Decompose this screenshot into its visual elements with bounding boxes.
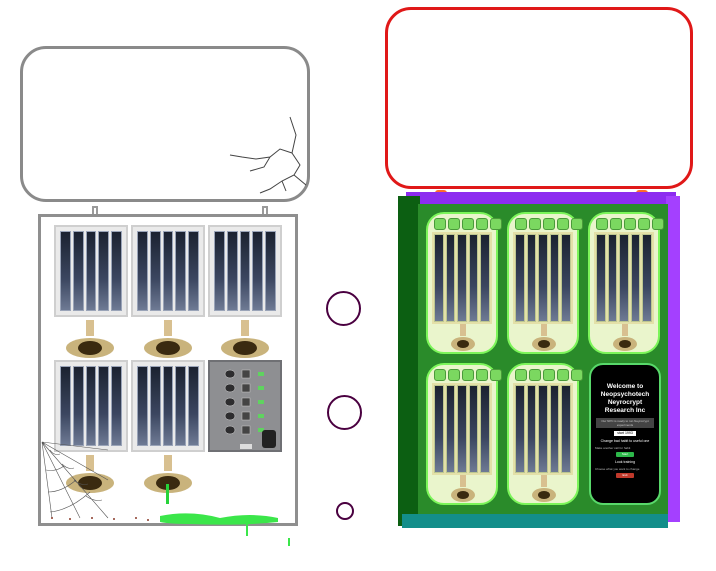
ring-marker[interactable] bbox=[336, 502, 354, 520]
tank[interactable] bbox=[131, 360, 205, 452]
option-radio[interactable]: Make another call for habit bbox=[595, 446, 631, 450]
tank[interactable] bbox=[54, 360, 128, 452]
tank[interactable] bbox=[54, 225, 128, 317]
code-field[interactable]: start 1993 bbox=[614, 431, 636, 436]
ring-marker[interactable] bbox=[327, 395, 362, 430]
right-rig-bottom-edge bbox=[402, 514, 668, 528]
nozzle-icon bbox=[144, 455, 192, 493]
right-rig-top-edge bbox=[406, 192, 676, 204]
section-label: Look training bbox=[614, 460, 636, 464]
pod[interactable] bbox=[507, 212, 583, 354]
welcome-panel: Welcome to Neopsychotech Neyrocrypt Rese… bbox=[589, 363, 661, 505]
right-rig-screen[interactable] bbox=[385, 7, 693, 189]
tank[interactable] bbox=[208, 225, 282, 317]
nozzle-icon bbox=[221, 320, 269, 358]
nozzle-icon bbox=[66, 455, 114, 493]
nozzle-icon bbox=[613, 324, 637, 351]
pod[interactable] bbox=[426, 363, 502, 505]
habit-question: Change bad habit to useful one bbox=[600, 439, 650, 443]
pod[interactable] bbox=[588, 212, 664, 354]
exit-button[interactable]: Exit bbox=[616, 473, 634, 478]
welcome-title: Welcome to Neopsychotech Neyrocrypt Rese… bbox=[600, 383, 650, 414]
nozzle-icon bbox=[66, 320, 114, 358]
start-button[interactable]: Start bbox=[616, 452, 634, 457]
nozzle-icon bbox=[144, 320, 192, 358]
pod[interactable] bbox=[426, 212, 502, 354]
crack-mark bbox=[229, 116, 307, 194]
control-panel[interactable] bbox=[208, 360, 282, 452]
nozzle-icon bbox=[532, 324, 556, 351]
ring-marker[interactable] bbox=[326, 291, 361, 326]
welcome-subtitle: Our NPC is ready to run Neyrocrypt exper… bbox=[596, 418, 654, 428]
nozzle-icon bbox=[532, 475, 556, 502]
nozzle-icon bbox=[451, 324, 475, 351]
tank[interactable] bbox=[131, 225, 205, 317]
leak-puddle bbox=[51, 484, 290, 546]
right-rig-left-side bbox=[398, 196, 420, 526]
left-rig-screen bbox=[20, 46, 310, 202]
nozzle-icon bbox=[451, 475, 475, 502]
switch-panel-icon bbox=[224, 369, 276, 449]
option-checkbox[interactable]: Choose what you want to change bbox=[595, 467, 640, 471]
right-rig-right-side bbox=[666, 196, 680, 522]
cobweb-icon bbox=[41, 441, 109, 519]
pod[interactable] bbox=[507, 363, 583, 505]
